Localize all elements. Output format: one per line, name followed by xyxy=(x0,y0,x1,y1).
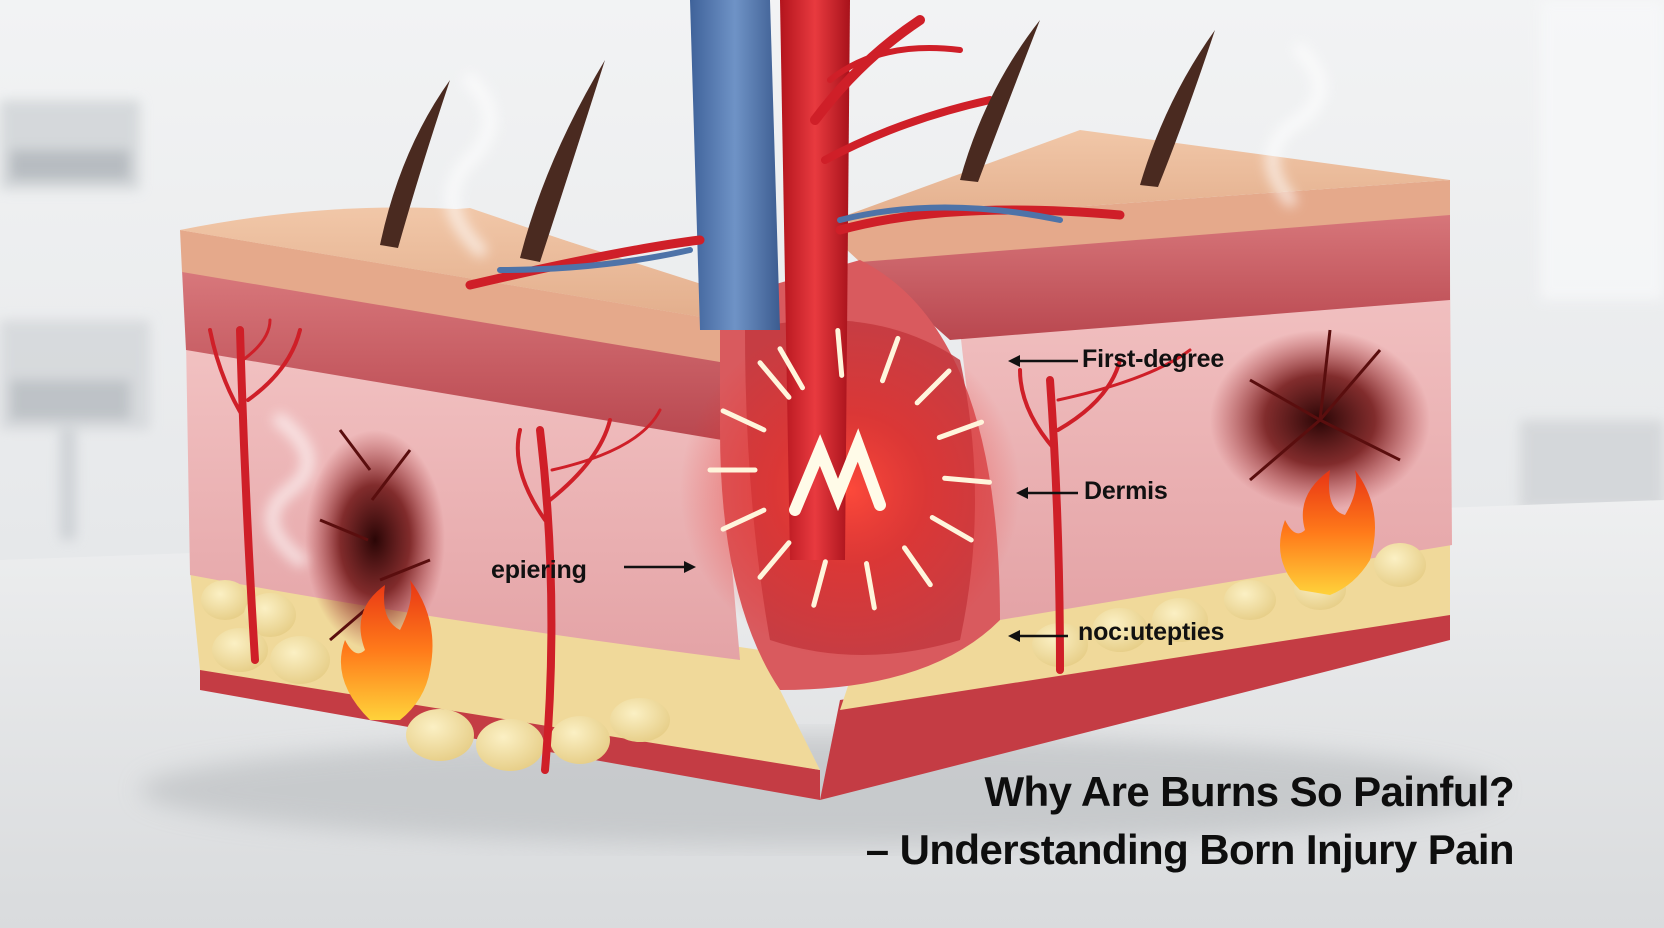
label-epiering: epiering xyxy=(491,556,587,584)
flame-icon xyxy=(340,470,1375,720)
burn-patch-right xyxy=(1210,329,1430,510)
smoke-icon xyxy=(265,43,1327,567)
capillary-branches xyxy=(208,318,1192,774)
label-dermis: Dermis xyxy=(1084,477,1168,505)
background-shelves xyxy=(0,0,1664,540)
main-blood-vessels xyxy=(465,0,1125,560)
title-line-2: – Understanding Born Injury Pain xyxy=(865,826,1515,873)
title-line-1: Why Are Burns So Painful? xyxy=(984,768,1515,815)
pain-burst-icon xyxy=(707,328,992,611)
label-nociceptors: noc:utepties xyxy=(1078,618,1225,646)
label-first-degree: First-degree xyxy=(1082,345,1225,373)
burn-patch-left xyxy=(305,429,445,650)
hair-follicle-icon xyxy=(380,20,1215,262)
arrow-icon xyxy=(624,355,1078,642)
